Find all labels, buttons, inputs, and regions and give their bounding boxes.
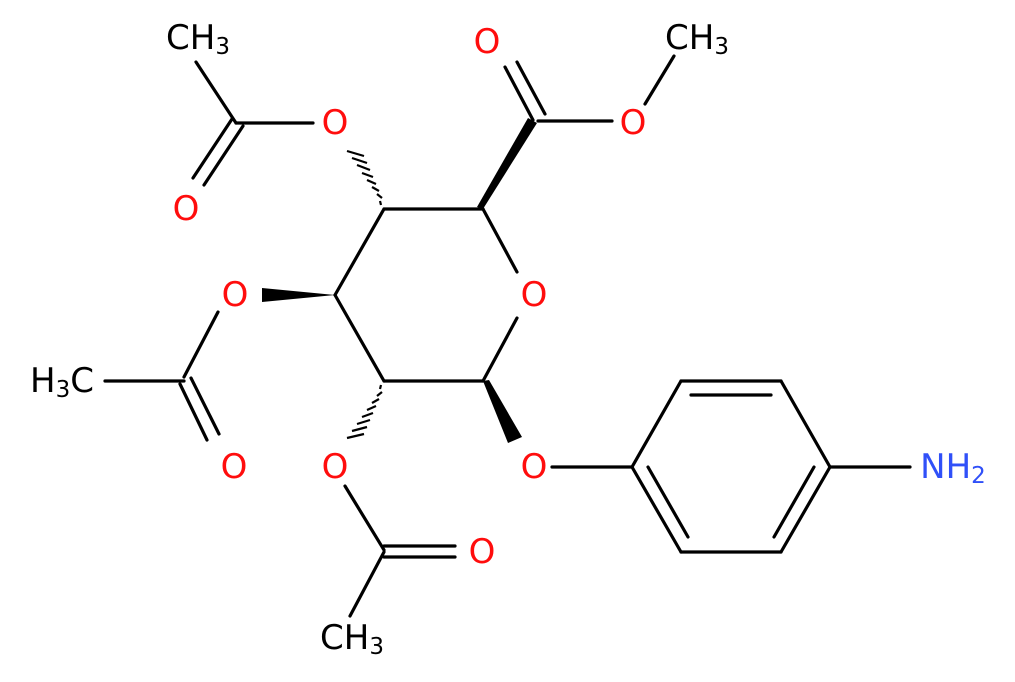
bond-o-acc3 — [182, 310, 220, 379]
ester-carbonyl-oxygen-label: O — [474, 22, 501, 62]
bond-ester-o-ch3 — [643, 54, 676, 106]
wedge-c1-oglyco — [483, 380, 522, 443]
bond-acc4-ch3 — [194, 60, 238, 125]
amine-label: NH2 — [920, 447, 986, 489]
bond-ph-inner-3 — [646, 465, 690, 539]
methyl-ester-group — [503, 54, 676, 123]
bond-acc4-carbonyl-2 — [202, 124, 245, 187]
bond-carbonyl-top-2 — [515, 60, 547, 116]
glycosidic-oxygen-label: O — [521, 447, 548, 487]
bond-ph-4 — [779, 465, 832, 554]
c3-oxygen-label: O — [222, 275, 249, 315]
bond-acc3-carbonyl-2 — [189, 376, 221, 436]
c4-oxygen-label: O — [322, 103, 349, 143]
wedge-c3-o — [262, 288, 335, 302]
acetate-c2-group — [343, 484, 457, 618]
hash-c2-o — [346, 384, 383, 440]
acetate-c3-group — [103, 310, 221, 442]
c3-acetyl-methyl-label: H3C — [30, 361, 94, 403]
c2-acetyl-carbonyl-oxygen-label: O — [469, 532, 496, 572]
pyranose-ring — [333, 207, 519, 383]
bond-c4-c3 — [333, 207, 386, 297]
aminophenyl-group — [550, 379, 912, 554]
bond-ph-6 — [630, 465, 683, 554]
ester-methyl-label: CH3 — [665, 18, 729, 60]
ester-oxygen-label: O — [620, 103, 647, 143]
bond-carbonyl-top-1 — [503, 65, 535, 122]
bond-acc2-ch3 — [348, 550, 386, 618]
bond-acc3-carbonyl-1 — [178, 382, 209, 442]
c2-acetyl-methyl-label: CH3 — [320, 618, 384, 660]
c2-oxygen-label: O — [322, 447, 349, 487]
c4-acetyl-methyl-label: CH3 — [166, 18, 230, 60]
bond-c3-c2 — [333, 293, 386, 383]
c3-acetyl-carbonyl-oxygen-label: O — [221, 447, 248, 487]
hash-c4-o — [346, 149, 383, 206]
wedge-c5-ester — [477, 118, 537, 209]
bond-ph-1 — [630, 379, 683, 469]
bond-acc4-carbonyl-1 — [191, 117, 234, 180]
bond-oring-c5 — [481, 207, 519, 274]
bond-ph-3 — [779, 379, 832, 469]
bond-ph-inner-2 — [772, 465, 816, 539]
bond-c1-oring — [481, 316, 519, 383]
bond-o-acc2 — [343, 484, 386, 552]
c4-acetyl-carbonyl-oxygen-label: O — [173, 189, 200, 229]
ring-oxygen-label: O — [521, 275, 548, 315]
acetate-c4-group — [191, 60, 315, 187]
